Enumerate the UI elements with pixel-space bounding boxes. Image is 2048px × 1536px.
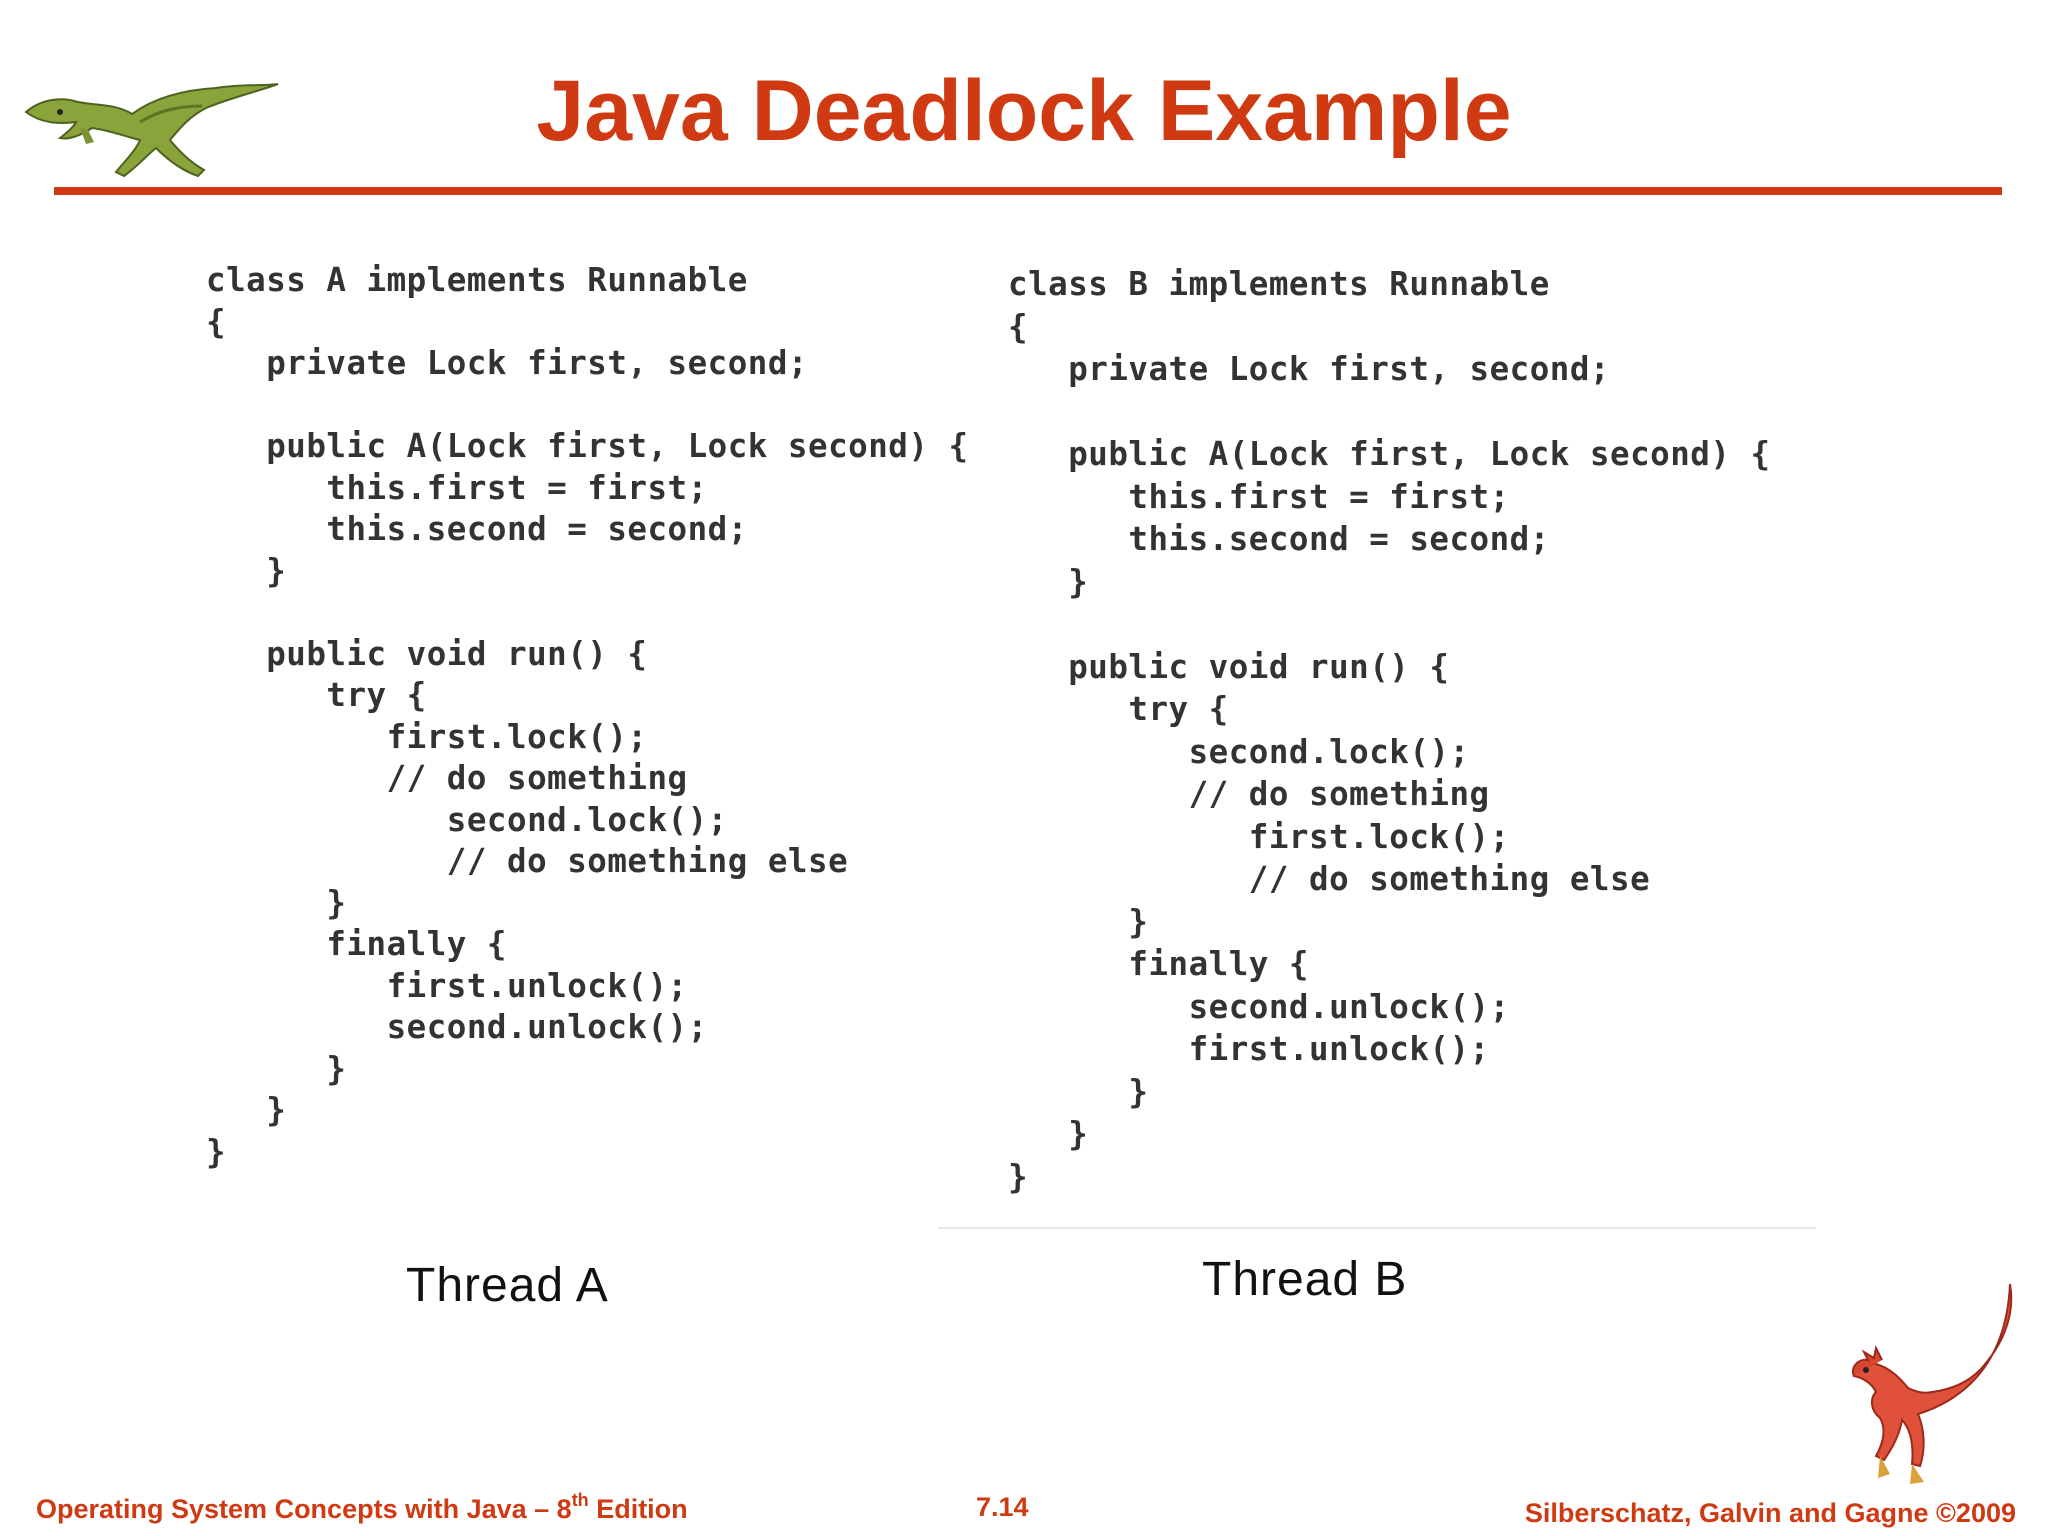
footer-authors: Silberschatz, Galvin and Gagne ©2009 xyxy=(1524,1498,2016,1528)
red-dinosaur-icon xyxy=(1852,1283,2013,1484)
slide-title: Java Deadlock Example xyxy=(536,63,1512,159)
code-block-thread-b: class B implements Runnable { private Lo… xyxy=(1008,265,1771,1196)
green-dinosaur-icon xyxy=(24,83,279,178)
thread-b-label: Thread B xyxy=(1202,1253,1408,1306)
footer-book-prefix: Operating System Concepts with Java – 8 xyxy=(36,1494,572,1524)
footer-book-superscript: th xyxy=(571,1490,589,1510)
code-image-divider xyxy=(938,1227,1816,1229)
thread-a-label: Thread A xyxy=(406,1259,609,1312)
footer-book-title: Operating System Concepts with Java – 8t… xyxy=(36,1490,688,1525)
title-divider xyxy=(54,187,2002,195)
code-block-thread-a: class A implements Runnable { private Lo… xyxy=(206,261,969,1171)
footer-book-suffix: Edition xyxy=(588,1494,688,1524)
footer-page-number: 7.14 xyxy=(976,1492,1029,1522)
